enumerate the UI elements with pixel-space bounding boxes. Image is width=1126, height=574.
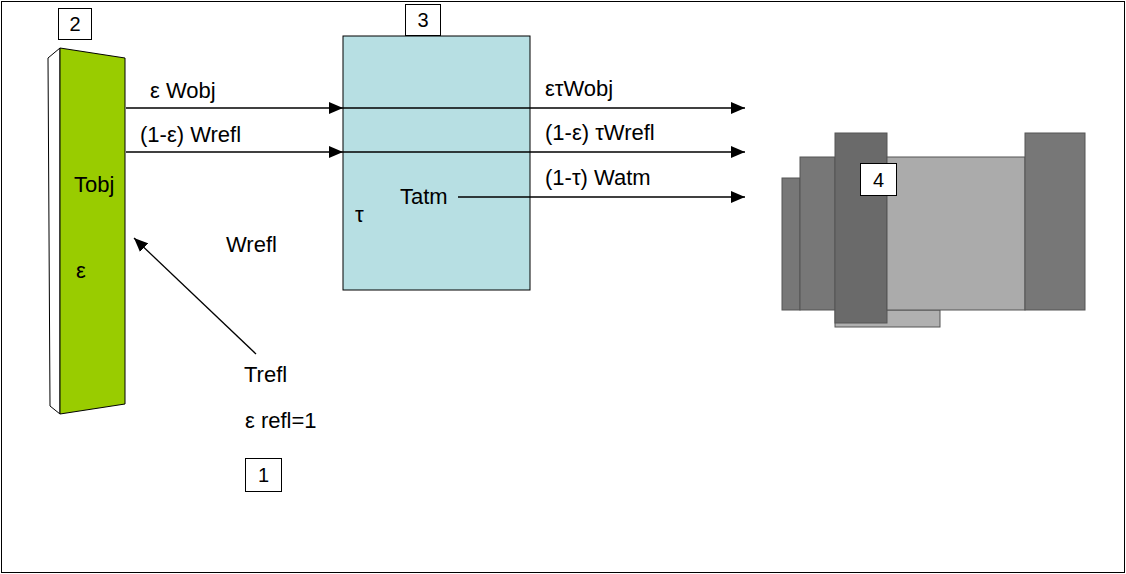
callout-text: 3 <box>417 8 428 32</box>
radiation-label: (1-ε) Wrefl <box>140 122 241 148</box>
radiation-label: ε Wobj <box>150 78 216 104</box>
radiation-arrow <box>458 196 745 197</box>
atmosphere-box-fill <box>343 36 530 290</box>
radiation-arrow <box>343 151 745 152</box>
radiation-arrow <box>126 107 343 108</box>
object-temperature: Tobj <box>74 172 114 198</box>
plate-edge <box>48 48 60 414</box>
radiation-arrow <box>343 107 745 108</box>
callout-number: 2 <box>58 8 92 40</box>
emissivity-symbol: ε <box>76 258 86 284</box>
callout-text: 4 <box>873 168 884 192</box>
plate-face <box>60 48 125 414</box>
plate-outline <box>46 44 126 416</box>
callout-number: 3 <box>405 4 441 36</box>
reflected-emissivity: ε refl=1 <box>245 408 317 434</box>
callout-text: 1 <box>258 463 269 487</box>
radiation-label: (1-ε) τWrefl <box>545 120 655 146</box>
camera-illustration <box>782 133 1085 327</box>
atmosphere-temperature: Tatm <box>400 184 448 210</box>
transmission-symbol: τ <box>355 202 364 228</box>
reflected-label: Wrefl <box>226 232 277 258</box>
callout-text: 2 <box>69 12 80 36</box>
radiation-label: (1-τ) Watm <box>545 165 651 191</box>
radiation-arrow <box>126 151 343 152</box>
callout-number: 4 <box>860 163 897 196</box>
atmosphere-box: Tatm τ <box>343 36 530 290</box>
radiation-label: ετWobj <box>545 76 613 102</box>
callout-number: 1 <box>245 458 282 492</box>
reflected-temperature: Trefl <box>244 362 287 388</box>
object-plate: Tobj ε <box>46 44 126 416</box>
